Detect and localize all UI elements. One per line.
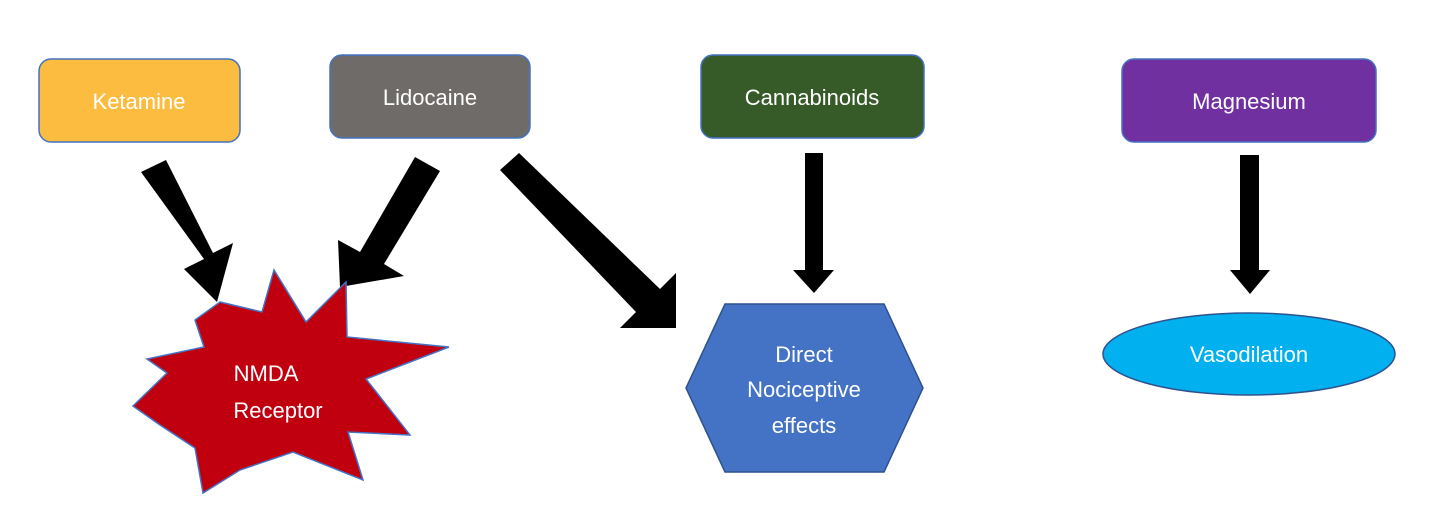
- arrow-lidocaine-to-nmda: [338, 157, 440, 287]
- node-direct-nociceptive-effects: Direct Nociceptive effects: [685, 303, 924, 473]
- nmda-label-line1: NMDA: [234, 361, 299, 386]
- arrow-magnesium-to-vasodilation: [1230, 155, 1270, 294]
- nmda-starburst-shape: [131, 268, 450, 495]
- vasodilation-ellipse-shape: [1102, 312, 1396, 396]
- arrow-ketamine-to-nmda: [141, 160, 233, 302]
- node-cannabinoids: Cannabinoids: [700, 54, 925, 139]
- arrow-cannabinoids-to-direct: [793, 153, 834, 293]
- arrows: [141, 153, 1270, 328]
- direct-label-line2: Nociceptive: [747, 377, 861, 402]
- arrow-lidocaine-to-direct: [500, 153, 676, 328]
- cannabinoids-box: [700, 54, 925, 139]
- node-magnesium: Magnesium: [1121, 58, 1377, 143]
- nmda-label-line2: Receptor: [233, 398, 322, 423]
- magnesium-box: [1121, 58, 1377, 143]
- node-vasodilation: Vasodilation: [1102, 312, 1396, 396]
- node-lidocaine: Lidocaine: [329, 54, 531, 139]
- magnesium-label: Magnesium: [1192, 89, 1306, 114]
- cannabinoids-label: Cannabinoids: [745, 85, 880, 110]
- direct-label-line1: Direct: [775, 342, 832, 367]
- lidocaine-label: Lidocaine: [383, 85, 477, 110]
- lidocaine-box: [329, 54, 531, 139]
- node-nmda-receptor: NMDA Receptor: [131, 268, 450, 495]
- direct-hexagon-shape: [685, 303, 924, 473]
- node-ketamine: Ketamine: [38, 58, 241, 143]
- direct-label-line3: effects: [772, 413, 836, 438]
- ketamine-box: [38, 58, 241, 143]
- ketamine-label: Ketamine: [93, 89, 186, 114]
- vasodilation-label: Vasodilation: [1190, 342, 1308, 367]
